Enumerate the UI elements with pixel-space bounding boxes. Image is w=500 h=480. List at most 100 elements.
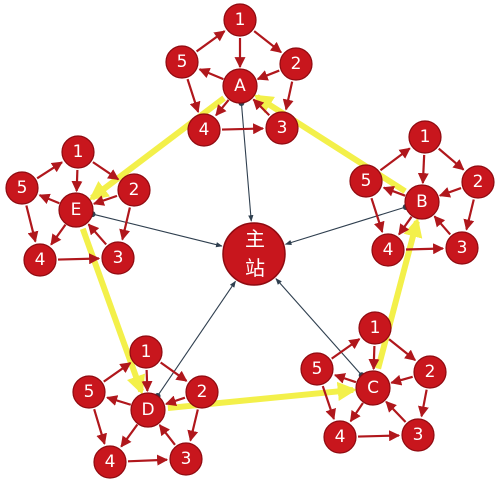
cluster-arrow — [379, 147, 411, 172]
child-label: 2 — [197, 382, 208, 402]
child-label: 4 — [383, 240, 394, 260]
child-label: 3 — [457, 238, 468, 258]
cluster-arrow — [186, 78, 201, 113]
center-node-D — [130, 392, 166, 428]
cluster-links — [25, 30, 475, 466]
cluster-arrow — [87, 223, 107, 246]
child-node-A-3 — [265, 111, 299, 145]
center-label: B — [416, 192, 428, 212]
center-node-B — [404, 184, 440, 220]
child-node-B-2 — [461, 165, 495, 199]
child-label: 1 — [141, 342, 152, 362]
child-label: 1 — [235, 10, 246, 30]
cluster-arrow — [282, 81, 294, 111]
hub-label-line1: 主 — [245, 227, 265, 251]
cluster-arrow — [198, 67, 224, 81]
center-node-E — [58, 192, 94, 228]
child-node-C-4 — [323, 420, 357, 454]
hub-link-E — [92, 213, 223, 248]
cluster-arrow — [417, 154, 429, 185]
cluster-arrow — [321, 385, 336, 421]
child-node-D-1 — [129, 335, 163, 369]
cluster-arrow — [36, 161, 63, 180]
child-node-C-1 — [358, 311, 392, 345]
center-label: A — [234, 76, 246, 96]
cluster-arrow — [215, 99, 230, 117]
cluster-arrow — [438, 147, 465, 171]
cluster-arrow — [106, 395, 132, 406]
child-node-E-2 — [117, 173, 151, 207]
cluster-arrow — [418, 389, 429, 418]
hub-label-line2: 站 — [245, 256, 265, 280]
hub-link-B — [284, 206, 406, 246]
hub-link-A — [240, 102, 254, 222]
cluster-arrow — [333, 373, 357, 384]
child-node-E-3 — [101, 241, 135, 275]
child-label: 3 — [413, 425, 424, 445]
child-label: 3 — [113, 248, 124, 268]
cluster-arrow — [195, 30, 226, 53]
cluster-arrow — [103, 362, 132, 383]
child-node-C-2 — [413, 355, 447, 389]
child-node-E-5 — [5, 171, 39, 205]
cluster-arrow — [463, 199, 475, 231]
child-node-A-5 — [165, 45, 199, 79]
child-label: 4 — [35, 250, 46, 270]
cluster-arrow — [398, 216, 413, 236]
center-label: E — [71, 200, 82, 220]
child-node-B-4 — [371, 233, 405, 267]
child-label: 2 — [425, 362, 436, 382]
cluster-arrow — [38, 193, 60, 205]
cluster-arrow — [368, 345, 380, 371]
cluster-arrow — [127, 454, 169, 466]
cluster-arrow — [433, 215, 452, 236]
child-label: 2 — [291, 54, 302, 74]
cluster-arrow — [25, 205, 39, 243]
cluster-arrow — [71, 169, 83, 193]
ring-arrow-C-B — [375, 217, 423, 370]
cluster-arrow — [253, 30, 282, 54]
child-node-B-5 — [349, 164, 383, 198]
cluster-arrow — [370, 197, 385, 233]
cluster-arrow — [92, 194, 118, 206]
center-node-C — [355, 370, 391, 406]
hub-node: 主 站 — [222, 222, 286, 286]
child-node-D-4 — [93, 445, 127, 479]
child-node-B-3 — [445, 231, 479, 265]
child-label: 4 — [105, 452, 116, 472]
cluster-arrow — [57, 253, 101, 265]
cluster-arrow — [160, 361, 188, 382]
cluster-B: B 1 2 3 4 5 — [349, 120, 495, 267]
child-label: 3 — [181, 449, 192, 469]
child-label: 1 — [370, 318, 381, 338]
child-node-E-1 — [61, 135, 95, 169]
hub-link-C — [275, 278, 363, 376]
hub-link-D — [157, 280, 236, 397]
cluster-arrow — [349, 402, 364, 423]
cluster-arrow — [158, 424, 176, 446]
cluster-arrow — [120, 423, 139, 448]
child-node-C-3 — [401, 418, 435, 452]
cluster-arrow — [141, 369, 153, 393]
child-label: 2 — [473, 172, 484, 192]
child-node-E-4 — [23, 243, 57, 277]
child-label: 4 — [335, 427, 346, 447]
child-label: 1 — [420, 127, 431, 147]
cluster-arrow — [221, 123, 265, 135]
child-node-D-5 — [72, 375, 106, 409]
cluster-arrow — [331, 338, 361, 360]
cluster-arrow — [390, 374, 413, 386]
cluster-arrow — [50, 223, 67, 246]
child-node-A-1 — [223, 3, 257, 37]
cluster-arrow — [92, 161, 120, 181]
child-label: 3 — [277, 118, 288, 138]
cluster-arrow — [438, 187, 462, 198]
child-label: 5 — [177, 52, 188, 72]
child-label: 5 — [361, 171, 372, 191]
cluster-arrow — [405, 243, 445, 255]
cluster-arrow — [187, 409, 199, 442]
